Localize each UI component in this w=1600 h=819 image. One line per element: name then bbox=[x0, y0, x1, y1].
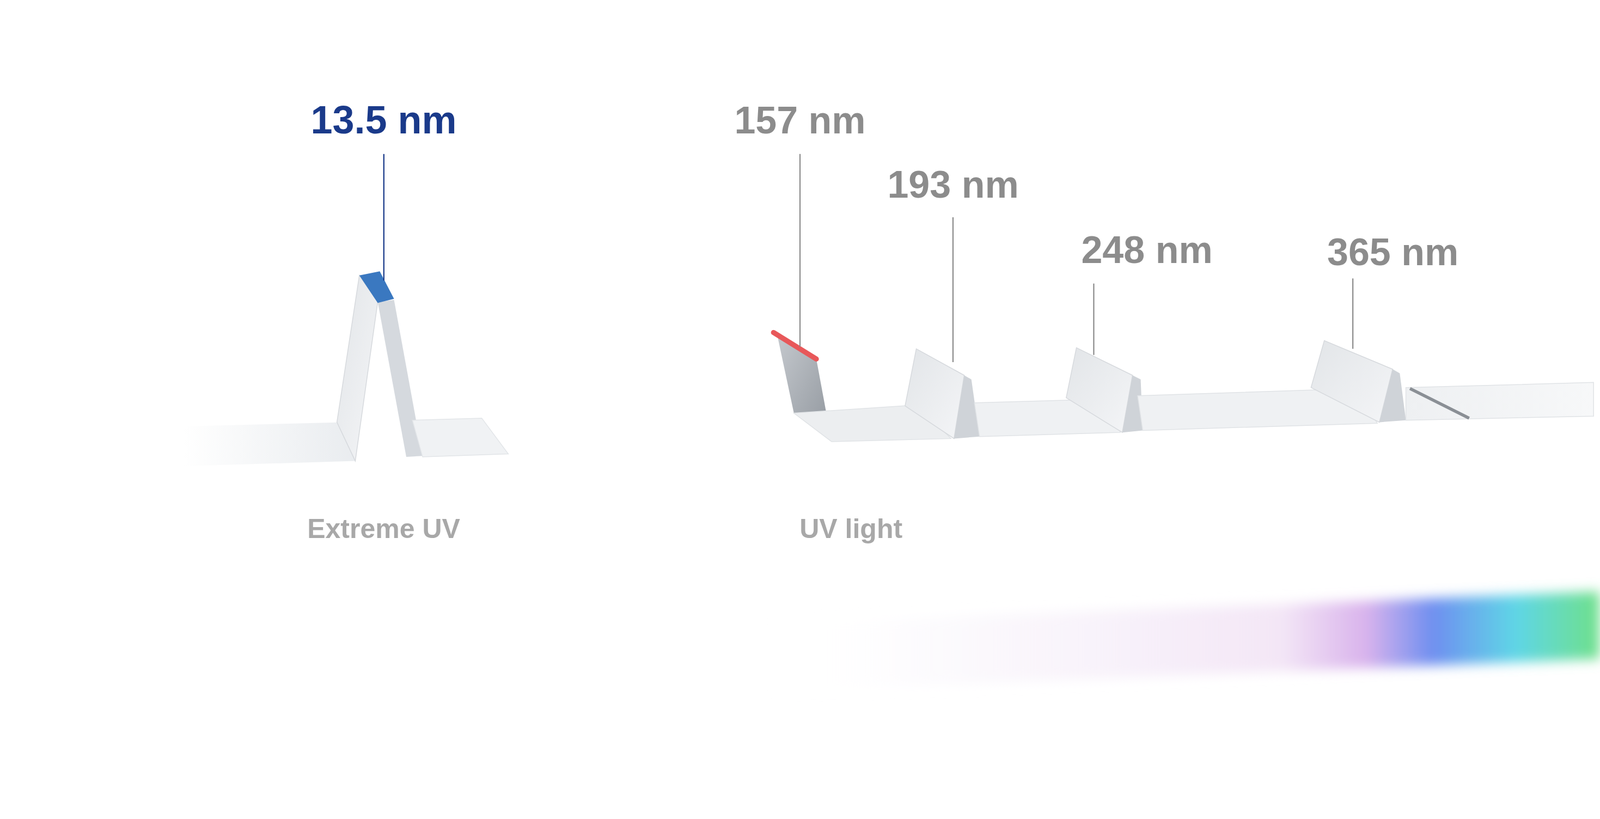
euv-structure bbox=[184, 271, 509, 467]
wavelength-label: 193 nm bbox=[887, 163, 1019, 206]
uv-structure bbox=[773, 332, 1594, 442]
spectrum-band bbox=[765, 591, 1600, 692]
wavelength-label: 157 nm bbox=[734, 99, 866, 142]
leader-lines bbox=[383, 154, 1353, 363]
category-label: UV light bbox=[799, 513, 903, 544]
wavelength-label: 365 nm bbox=[1327, 230, 1459, 273]
category-label: Extreme UV bbox=[307, 513, 461, 544]
wavelength-label: 248 nm bbox=[1081, 229, 1213, 272]
wavelength-label: 13.5 nm bbox=[310, 99, 457, 143]
